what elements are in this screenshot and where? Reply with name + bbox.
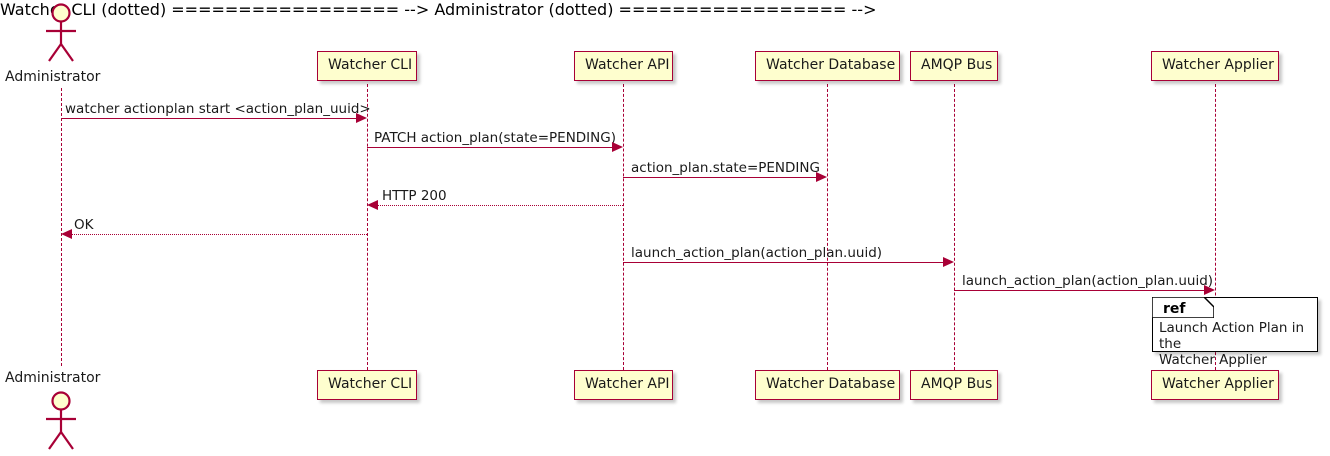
message-arrowhead-4 — [367, 200, 378, 210]
actor-figure-icon — [46, 3, 76, 62]
message-arrowhead-6 — [943, 257, 954, 267]
message-line-7 — [954, 290, 1204, 291]
message-line-1 — [61, 118, 356, 119]
participant-amqp-bus-bottom[interactable]: AMQP Bus — [910, 370, 998, 400]
lifeline-administrator — [61, 88, 62, 366]
lifeline-watcher-database — [827, 84, 828, 370]
participant-watcher-cli-bottom[interactable]: Watcher CLI — [317, 370, 417, 400]
message-line-6 — [623, 262, 943, 263]
participant-watcher-applier-top[interactable]: Watcher Applier — [1151, 51, 1279, 81]
participant-watcher-api-top[interactable]: Watcher API — [574, 51, 673, 81]
actor-label-administrator-top: Administrator — [5, 69, 101, 85]
message-line-5 — [72, 234, 367, 235]
actor-administrator-top — [36, 2, 88, 64]
message-line-2 — [367, 147, 612, 148]
message-label-2: PATCH action_plan(state=PENDING) — [374, 130, 616, 146]
message-label-6: launch_action_plan(action_plan.uuid) — [631, 245, 883, 261]
participant-watcher-database-bottom[interactable]: Watcher Database — [755, 370, 900, 400]
ref-body-text: Launch Action Plan in the Watcher Applie… — [1159, 320, 1305, 368]
lifeline-watcher-applier — [1215, 84, 1216, 370]
message-label-5: OK — [74, 217, 94, 233]
actor-administrator-bottom — [36, 390, 88, 452]
message-line-4 — [378, 205, 623, 206]
lifeline-amqp-bus — [954, 84, 955, 370]
message-label-1: watcher actionplan start <action_plan_uu… — [65, 101, 371, 117]
participant-watcher-api-bottom[interactable]: Watcher API — [574, 370, 673, 400]
actor-label-administrator-bottom: Administrator — [5, 370, 101, 386]
participant-watcher-database-top[interactable]: Watcher Database — [755, 51, 900, 81]
message-arrowhead-2 — [612, 142, 623, 152]
message-label-4: HTTP 200 — [382, 188, 447, 204]
message-arrowhead-3 — [816, 172, 827, 182]
message-arrowhead-7 — [1204, 285, 1215, 295]
message-label-7: launch_action_plan(action_plan.uuid) — [962, 273, 1214, 289]
message-label-3: action_plan.state=PENDING — [631, 160, 820, 176]
participant-watcher-cli-top[interactable]: Watcher CLI — [317, 51, 417, 81]
ref-tab-shape-icon — [1152, 297, 1214, 318]
message-arrowhead-5 — [61, 229, 72, 239]
actor-figure-icon — [46, 391, 76, 450]
ref-fragment: ref Launch Action Plan in the Watcher Ap… — [1152, 297, 1318, 368]
ref-tab-label: ref — [1163, 301, 1186, 317]
lifeline-watcher-api — [623, 84, 624, 370]
message-arrowhead-1 — [356, 113, 367, 123]
participant-watcher-applier-bottom[interactable]: Watcher Applier — [1151, 370, 1279, 400]
participant-amqp-bus-top[interactable]: AMQP Bus — [910, 51, 998, 81]
message-line-3 — [623, 177, 816, 178]
lifeline-watcher-cli — [367, 84, 368, 370]
